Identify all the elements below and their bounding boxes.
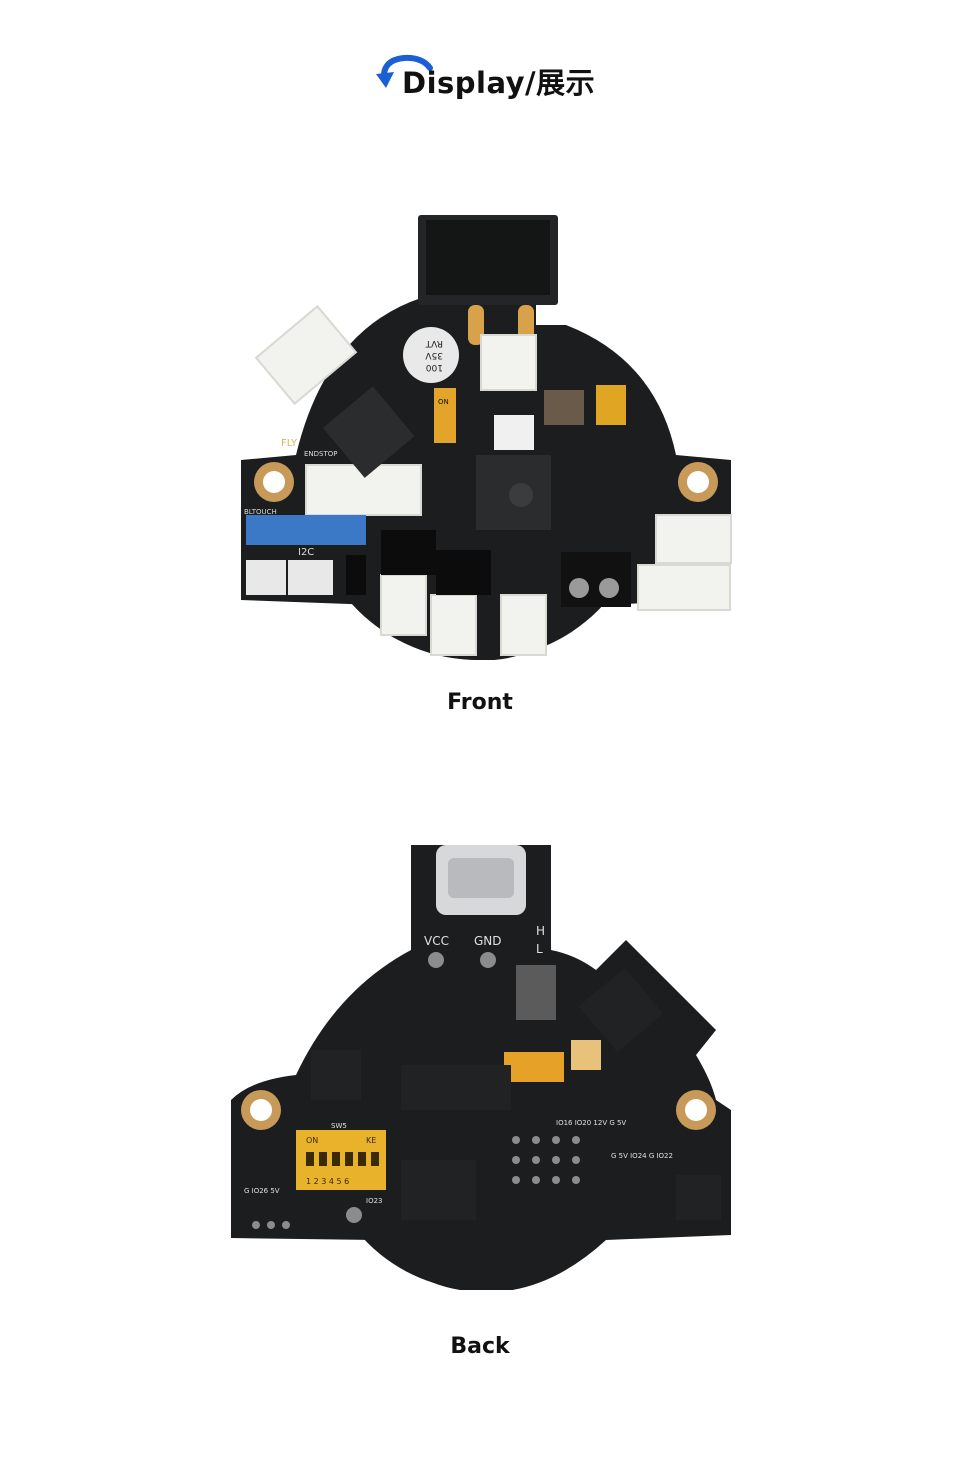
back-vcc-label: VCC bbox=[424, 934, 449, 948]
back-dip-numbers-label: 1 2 3 4 5 6 bbox=[306, 1177, 349, 1186]
capacitor-value-label: 100 bbox=[426, 362, 443, 372]
page-title: Display/展示 bbox=[402, 66, 596, 100]
front-bltouch-label: BLTOUCH bbox=[244, 508, 277, 516]
back-caption: Back bbox=[450, 1334, 510, 1359]
back-pins-left-label: G IO26 5V bbox=[244, 1187, 280, 1195]
front-i2c-label: I2C bbox=[298, 547, 314, 558]
front-brand-label: FLY bbox=[281, 438, 298, 449]
front-endstop-label: ENDSTOP bbox=[304, 450, 338, 458]
page-header: Display/展示 bbox=[0, 50, 960, 110]
back-gnd-label: GND bbox=[474, 934, 502, 948]
front-caption: Front bbox=[447, 690, 513, 715]
front-board-photo: FLY ENDSTOP BLTOUCH I2C ON 100 35V RVT bbox=[236, 210, 736, 660]
back-pins-mid-label: G 5V IO24 G IO22 bbox=[611, 1152, 673, 1160]
back-l-label: L bbox=[536, 942, 543, 956]
refresh-arrow-icon bbox=[376, 54, 433, 88]
back-dip-on-label: ON bbox=[306, 1136, 318, 1145]
back-sw5-label: SW5 bbox=[331, 1122, 347, 1130]
capacitor-series-label: RVT bbox=[425, 338, 443, 348]
front-switch-label: ON bbox=[438, 398, 449, 406]
back-dip-ke-label: KE bbox=[366, 1136, 376, 1145]
back-board-photo: VCC GND H L SW5 ON KE 1 2 3 4 5 6 IO16 I… bbox=[226, 840, 736, 1290]
back-h-label: H bbox=[536, 924, 545, 938]
back-io23-label: IO23 bbox=[366, 1197, 382, 1205]
capacitor-voltage-label: 35V bbox=[425, 350, 443, 360]
back-pins-top-label: IO16 IO20 12V G 5V bbox=[556, 1119, 626, 1127]
